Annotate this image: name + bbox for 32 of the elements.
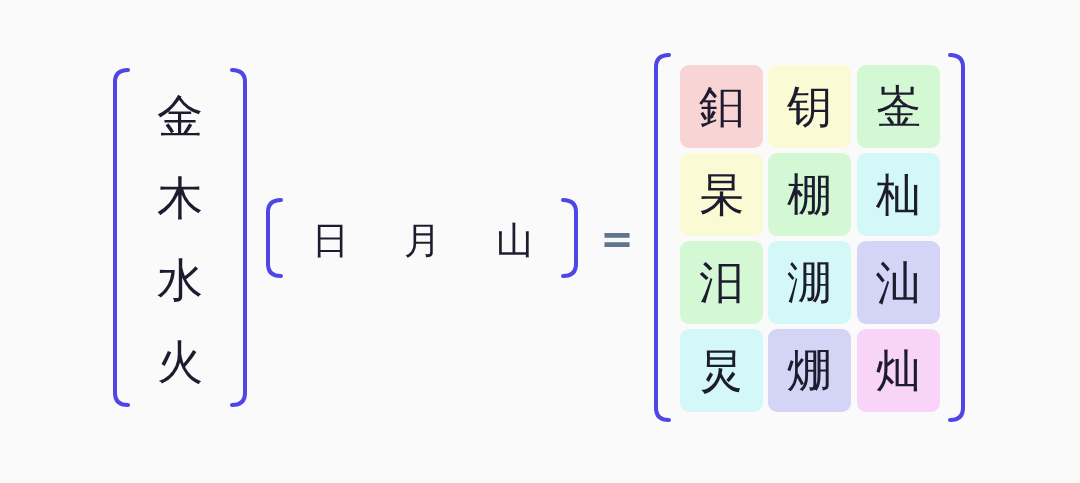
matrix-tile [857,153,940,236]
column-vector-entry: 火 [157,339,203,385]
character: 鈤 [699,84,744,129]
matrix-tile [768,153,851,236]
character: 杲 [699,172,744,217]
character: 炅 [699,348,744,393]
character: 焩 [787,348,832,393]
character: 灿 [876,348,921,393]
row-vector-entry: 月 [403,221,441,259]
character: 杣 [876,172,921,217]
matrix-tile [768,329,851,412]
character: 棚 [787,172,832,217]
character: 崟 [876,84,921,129]
matrix-tile [680,329,763,412]
matrix-tile [680,65,763,148]
character: 汨 [699,260,744,305]
matrix-tile [768,65,851,148]
row-vector-entry: 山 [495,221,533,259]
matrix-tile [857,329,940,412]
matrix-tile [680,153,763,236]
column-vector-entry: 金 [157,93,203,139]
character: 钥 [787,84,832,129]
matrix-tile [680,241,763,324]
column-vector-entry: 木 [157,175,203,221]
matrix-tile [768,241,851,324]
matrix-tile [857,65,940,148]
column-vector-entry: 水 [157,257,203,303]
character: 淜 [787,260,832,305]
equals-sign: = [600,219,634,259]
character: 汕 [876,260,921,305]
row-vector-entry: 日 [311,221,349,259]
matrix-tile [857,241,940,324]
